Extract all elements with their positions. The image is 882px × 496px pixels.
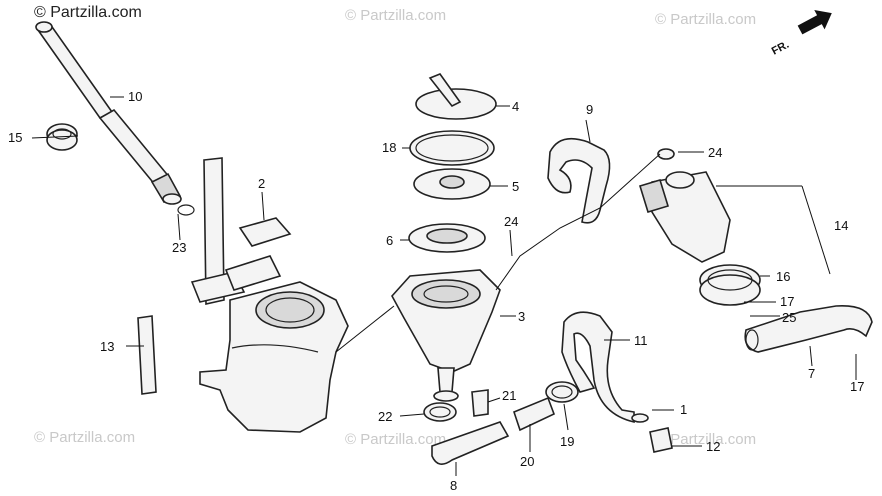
callout-25: 25 [782, 310, 796, 325]
leader-lines [31, 96, 857, 476]
fitting-part-24-top [657, 148, 675, 160]
screw-part-21 [471, 389, 489, 417]
callout-21: 21 [502, 388, 516, 403]
callout-19: 19 [560, 434, 574, 449]
strip-part-13 [137, 315, 157, 395]
callout-6: 6 [386, 233, 393, 248]
callout-5: 5 [512, 179, 519, 194]
clamp-part-22 [423, 402, 457, 422]
callout-16: 16 [776, 269, 790, 284]
connector-part-20 [513, 396, 556, 432]
tube-part-10 [35, 21, 182, 205]
seal-part-6 [408, 223, 486, 253]
direction-label: FR. [770, 39, 791, 58]
screen-part-5 [413, 168, 491, 200]
clip-part-19 [545, 381, 579, 403]
callout-17-top: 17 [780, 294, 794, 309]
watermark-top-center: © Partzilla.com [345, 7, 446, 24]
callout-12: 12 [706, 439, 720, 454]
callout-22: 22 [378, 409, 392, 424]
callout-1: 1 [680, 402, 687, 417]
callout-24-top: 24 [708, 145, 722, 160]
plug-part-12 [631, 413, 673, 453]
bracket-part-2 [190, 157, 292, 305]
clip-part-23 [177, 204, 195, 216]
callout-9: 9 [586, 102, 593, 117]
callout-17-bottom: 17 [850, 379, 864, 394]
callout-3: 3 [518, 309, 525, 324]
watermark-bottom-left: © Partzilla.com [34, 429, 135, 446]
hose-part-9 [547, 137, 611, 224]
watermark-bottom-center: © Partzilla.com [345, 431, 446, 448]
watermark-top-right: © Partzilla.com [655, 11, 756, 28]
hose-part-11 [561, 311, 635, 424]
air-cleaner-case [199, 281, 349, 433]
callout-15: 15 [8, 130, 22, 145]
callout-13: 13 [100, 339, 114, 354]
clamp-part-16 [699, 264, 761, 306]
callout-8: 8 [450, 478, 457, 493]
hose-part-7 [744, 305, 873, 353]
gasket-part-18 [409, 130, 495, 166]
callout-11: 11 [634, 333, 648, 348]
front-direction-arrow-icon [797, 9, 832, 35]
callout-24-middle: 24 [504, 214, 518, 229]
callout-18: 18 [382, 140, 396, 155]
watermark-top-left: © Partzilla.com [34, 4, 142, 21]
callout-20: 20 [520, 454, 534, 469]
callout-7: 7 [808, 366, 815, 381]
callout-23: 23 [172, 240, 186, 255]
filter-part-14 [638, 171, 731, 263]
watermark-bottom-right: © Partzilla.com [655, 431, 756, 448]
bowl-part-3 [391, 269, 501, 402]
callout-10: 10 [128, 89, 142, 104]
callout-2: 2 [258, 176, 265, 191]
callout-14: 14 [834, 218, 848, 233]
hose-part-8 [431, 421, 510, 465]
ring-part-15 [46, 123, 78, 151]
callout-4: 4 [512, 99, 519, 114]
cap-part-4 [415, 73, 497, 120]
